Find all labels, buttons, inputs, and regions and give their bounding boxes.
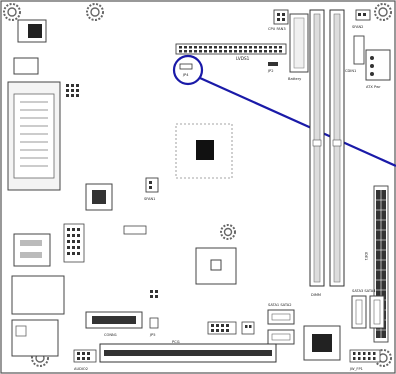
south-bridge [195, 247, 237, 285]
conn1 [85, 311, 143, 329]
sfan2-header [355, 9, 371, 21]
sfan1-label: SFAN1 [144, 197, 155, 201]
chipset [175, 123, 233, 179]
ide-label: IDE1 [364, 252, 368, 260]
sata-connector-1 [267, 309, 295, 325]
jp4-label: JP4 [182, 73, 189, 77]
sata-connector-3 [351, 295, 367, 329]
pci-slot [99, 343, 277, 363]
cpu-fan-label: CPU FAN3 [268, 27, 286, 31]
dimm-slot-1 [309, 9, 325, 287]
mounting-hole-top-left [3, 3, 21, 21]
parallel-port [7, 81, 61, 191]
cdin-header [353, 35, 365, 65]
usb-stack-1 [13, 233, 51, 267]
battery [289, 13, 309, 73]
sfan1-header [145, 177, 159, 193]
dimm-slot-2 [329, 9, 345, 287]
vga-small-port [13, 57, 39, 75]
callout-circle [172, 54, 204, 86]
header-block-left [63, 223, 85, 263]
jp5-label: JP5 [149, 333, 156, 337]
jp5-jumper [149, 317, 159, 329]
audio-label: AUDIO2 [74, 367, 88, 371]
sata-top-label: SATA1 SATA2 [268, 303, 292, 307]
battery-label: Battery [288, 77, 302, 81]
lvds-header [175, 43, 287, 55]
jumper-block-bottom-mid [207, 321, 237, 335]
jp2-label: JP2 [267, 69, 274, 73]
jfp1-label: JW_FP1 [349, 367, 363, 371]
pci-label: PCI1 [172, 340, 180, 344]
jp3-jumper [150, 290, 158, 298]
io-chip [85, 183, 113, 211]
atx-power [365, 49, 391, 81]
sfan2-label: SFAN2 [352, 25, 363, 29]
sata-connector-4 [369, 295, 385, 329]
ps2-port [17, 19, 47, 43]
callout-line [199, 76, 396, 168]
jumper-block-bottom-right [241, 321, 255, 335]
cdin-label: CDIN1 [345, 69, 356, 73]
dimm-label: DIMM [311, 293, 321, 297]
atx-power-label: ATX Pwr [366, 85, 381, 89]
audio-header [73, 349, 97, 363]
sata-connector-2 [267, 329, 295, 345]
mounting-hole-top-mid [86, 3, 104, 21]
mounting-hole-top-right [374, 3, 392, 21]
oscillator [123, 225, 147, 235]
super-io-chip [303, 325, 341, 361]
lvds-label: LVDS1 [236, 56, 250, 61]
sata-right-label: SATA3 SATA4 [352, 289, 376, 293]
mounting-hole-mid [220, 224, 236, 240]
jp2-jumper [268, 62, 278, 66]
front-panel-header [349, 349, 381, 363]
lan-port [11, 275, 65, 315]
conn-label: CONN1 [104, 333, 117, 337]
jumper-block-left [66, 84, 79, 97]
jp4-jumper [179, 63, 193, 70]
cpu-fan-header [273, 9, 289, 25]
audio-jacks [11, 319, 59, 357]
